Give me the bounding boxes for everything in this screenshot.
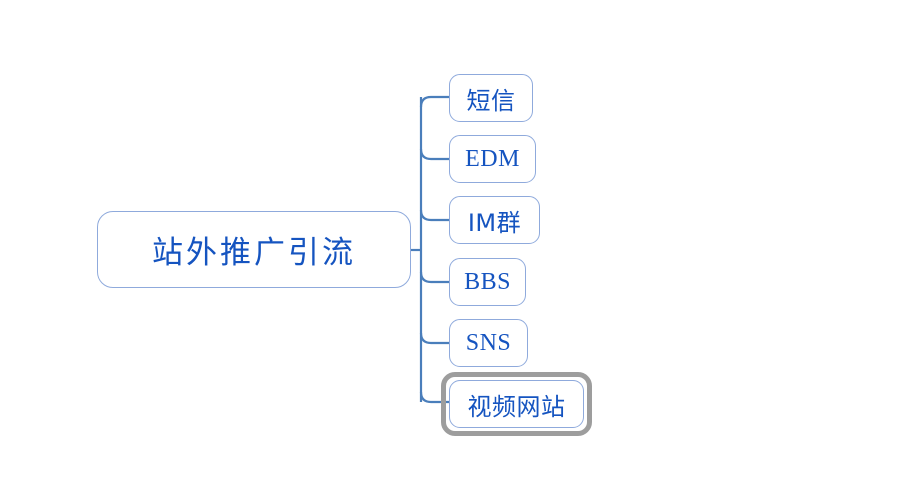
node-child-duanxin[interactable]: 短信 — [449, 74, 533, 122]
node-child-video-site[interactable]: 视频网站 — [449, 380, 584, 428]
node-child-edm[interactable]: EDM — [449, 135, 536, 183]
connector-branch-1 — [419, 148, 449, 161]
selection-frame — [441, 372, 592, 436]
node-child-bbs[interactable]: BBS — [449, 258, 526, 306]
node-child-sns[interactable]: SNS — [449, 319, 528, 367]
node-child-im-group[interactable]: IM群 — [449, 196, 540, 244]
node-root[interactable]: 站外推广引流 — [97, 211, 411, 288]
connector-branch-3 — [419, 271, 449, 284]
connector-branch-4 — [419, 332, 449, 345]
connector-branch-0 — [419, 95, 449, 108]
connector-branch-2 — [419, 209, 449, 222]
